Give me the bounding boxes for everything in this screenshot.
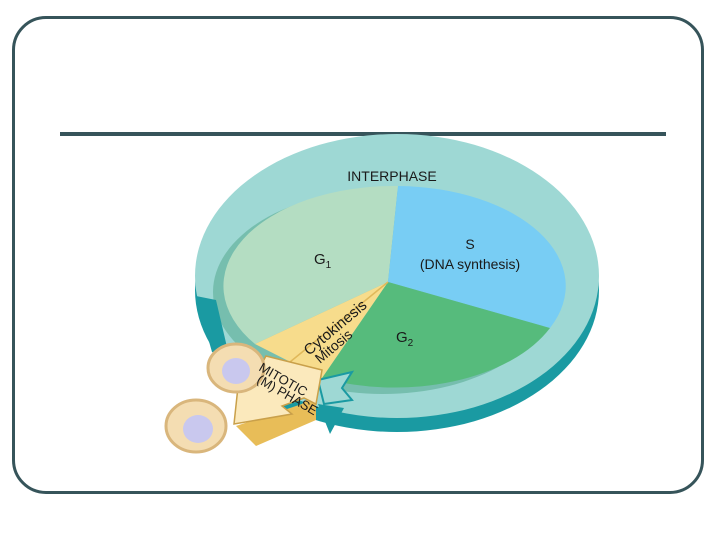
s-sector xyxy=(388,186,566,328)
g2-sector xyxy=(322,282,550,388)
ring-side-arrow xyxy=(318,404,344,434)
title-divider xyxy=(60,132,666,136)
s-label: S xyxy=(465,236,474,252)
daughter-cell-lower xyxy=(164,398,228,454)
interphase-label: INTERPHASE xyxy=(347,168,436,184)
daughter-cell-upper xyxy=(206,342,266,394)
slide-frame xyxy=(12,16,704,494)
g2-label: G2 xyxy=(396,329,414,349)
ring-left-block xyxy=(196,296,230,360)
mitotic-arrow-side xyxy=(236,390,316,446)
mitosis-wedge-divider xyxy=(289,281,389,363)
g1-label: G1 xyxy=(314,251,332,271)
s-detail-label: (DNA synthesis) xyxy=(420,256,520,272)
interphase-arrowhead xyxy=(316,370,355,406)
mitosis-sector xyxy=(255,282,388,378)
g1-sector xyxy=(223,185,398,344)
